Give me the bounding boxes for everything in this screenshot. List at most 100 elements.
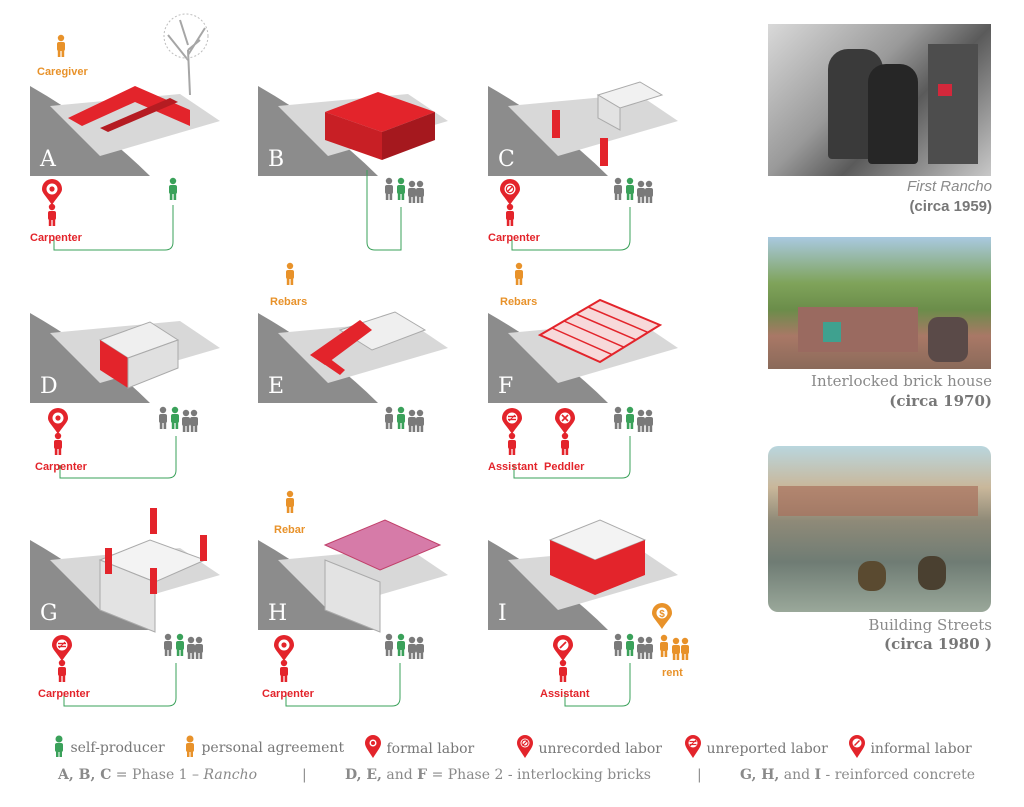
group-i-person-3: [637, 636, 645, 659]
panel-f-grid-line: [563, 320, 625, 348]
panel-b-letter: B: [268, 147, 284, 172]
panel-a-top-label: Caregiver: [37, 66, 88, 78]
photo-3-caption: Building Streets: [868, 616, 992, 634]
group-i-person-1: [614, 633, 622, 656]
informal-labor-icon: [553, 635, 573, 661]
group-d-person-3: [182, 409, 190, 432]
svg-text:$: $: [659, 609, 665, 620]
phase-1-letters: A, B, C: [58, 767, 112, 783]
photo-2-caption: Interlocked brick house: [811, 372, 992, 390]
panel-h-bottom-label: Carpenter: [262, 688, 314, 700]
legend-informal-labor: informal labor: [848, 735, 972, 759]
connector-c: [511, 207, 631, 251]
self-producer-icon: [55, 735, 63, 757]
panel-f-grid-line: [551, 327, 613, 356]
panel-e-letter: E: [268, 374, 284, 399]
photo-1-date: (circa 1959): [909, 198, 992, 215]
group-d-person-2: [171, 406, 179, 429]
panel-g-wall: [99, 559, 156, 633]
panel-c-ground: [508, 94, 678, 156]
panel-e-rebar-1: [310, 320, 372, 365]
panel-h-roof: [323, 519, 442, 571]
panel-a-letter: A: [39, 147, 57, 172]
legend-unreported-labor: unreported labor: [684, 735, 828, 759]
unreported-labor-icon: [52, 635, 72, 661]
panel-g-bottom-label: Carpenter: [38, 688, 90, 700]
panel-i-bottom-label: Assistant: [540, 688, 590, 700]
connector-h: [285, 663, 401, 707]
panel-c-post-1: [552, 110, 560, 138]
group-h-person-3: [408, 636, 416, 659]
assistant-icon: [508, 432, 516, 455]
phase-3-and: and: [779, 767, 815, 783]
panel-f-grid-line: [587, 306, 649, 334]
panel-f-grid-line: [575, 313, 637, 341]
phase-3-text: - reinforced concrete: [821, 767, 976, 783]
formal-labor-icon: [42, 179, 62, 205]
panel-e-rebar-2: [318, 355, 345, 375]
panel-a-bottom-label: Carpenter: [30, 232, 82, 244]
legend-self-producer: self-producer: [52, 735, 165, 757]
group-g-person-4: [195, 636, 203, 659]
photo-3-date: (circa 1980 ): [884, 635, 992, 653]
panel-g-column-2: [200, 535, 207, 561]
phase-1-text: = Phase 1 –: [111, 767, 204, 783]
connector-a: [53, 205, 174, 251]
connector-d: [59, 436, 177, 479]
photo-2-date: (circa 1970): [889, 392, 992, 410]
rebars-icon: [286, 262, 294, 285]
panel-i-wall-red: [550, 540, 595, 595]
unrecorded-labor-icon: [500, 179, 520, 205]
group-e-person-1: [385, 406, 393, 429]
photo-interlocked-brick-house: [768, 237, 991, 369]
phase-2-letter-f: F: [417, 767, 428, 783]
panel-c-wall: [597, 94, 621, 131]
photo-1-caption: First Rancho: [906, 178, 992, 195]
connector-g: [63, 663, 177, 707]
group-e-person-2: [397, 406, 405, 429]
assistant-icon: [559, 659, 567, 682]
informal-labor-icon: [849, 735, 865, 758]
unrecorded-labor-icon: [517, 735, 533, 758]
panel-f-letter: F: [498, 374, 513, 399]
group-f-person-1: [614, 406, 622, 429]
phase-separator-1: |: [302, 767, 307, 783]
legend-personal-agreement: personal agreement: [183, 735, 344, 757]
group-e-person-3: [408, 409, 416, 432]
formal-labor-icon: [274, 635, 294, 661]
connector-b: [366, 170, 402, 251]
peddler-icon: [561, 432, 569, 455]
rent-person-1: [660, 634, 668, 657]
legend-unreported-labor-label: unreported labor: [706, 741, 828, 757]
phase-1: A, B, C = Phase 1 – Rancho: [58, 767, 257, 783]
phase-separator-2: |: [697, 767, 702, 783]
group-f-person-4: [645, 409, 653, 432]
group-f-person-2: [626, 406, 634, 429]
group-h-person-1: [385, 633, 393, 656]
formal-labor-icon: [365, 735, 381, 758]
legend-personal-agreement-label: personal agreement: [201, 740, 345, 756]
unreported-labor-icon: [502, 408, 522, 434]
unreported-labor-icon: [685, 735, 701, 758]
tree: [167, 19, 206, 96]
carpenter-icon: [54, 432, 62, 455]
connector-f: [513, 436, 631, 479]
personal-agreement-icon: [186, 735, 194, 757]
phase-3-letters: G, H,: [740, 767, 780, 783]
panel-d-letter: D: [40, 374, 58, 399]
group-h-person-4: [416, 636, 424, 659]
panel-h-letter: H: [268, 601, 287, 626]
group-b-person-1: [385, 177, 393, 200]
group-c-person-3: [637, 180, 645, 203]
panel-g-letter: G: [40, 601, 58, 626]
formal-labor-icon: [48, 408, 68, 434]
panel-i-rent-label: rent: [662, 667, 683, 679]
legend-unrecorded-labor: unrecorded labor: [516, 735, 662, 759]
group-b-person-2: [397, 177, 405, 200]
photo-building-streets: [768, 446, 991, 612]
carpenter-icon: [48, 203, 56, 226]
rebars-icon: [515, 262, 523, 285]
phase-2-text: = Phase 2 - interlocking bricks: [427, 767, 651, 783]
legend-formal-labor-label: formal labor: [386, 741, 475, 757]
